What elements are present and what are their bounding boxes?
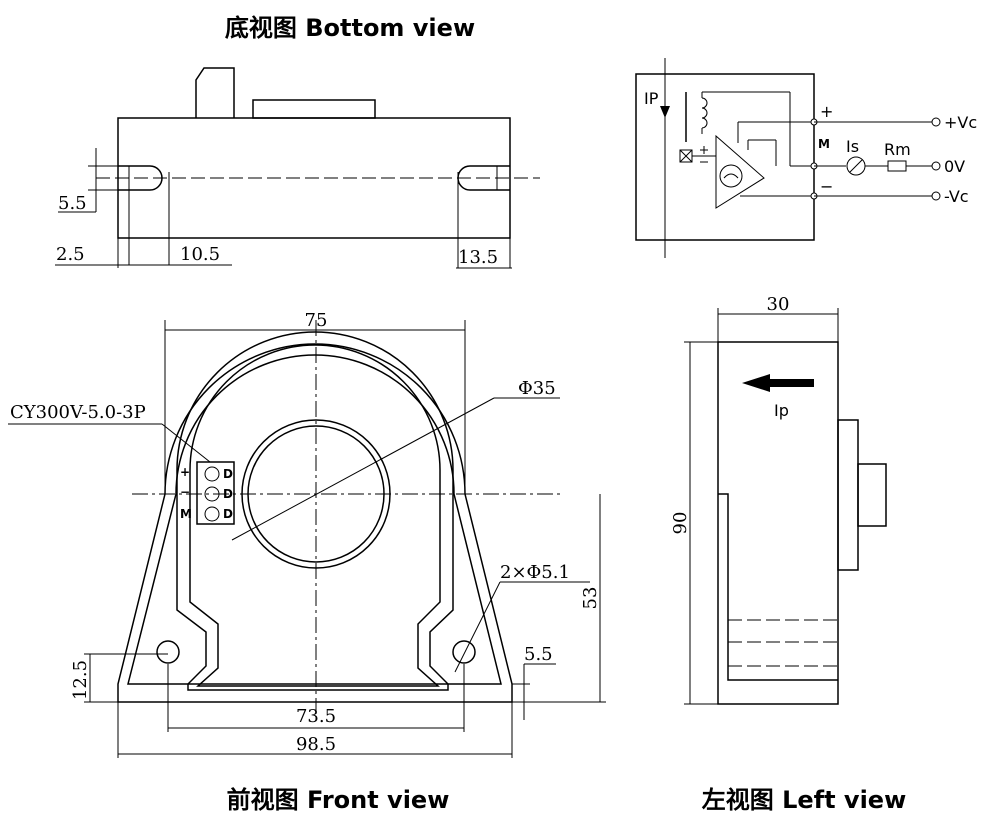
- dim-bottom-left-edge: 2.5: [56, 244, 85, 265]
- current-source-icon: [719, 164, 743, 188]
- schematic-plus-label: +: [820, 102, 833, 121]
- schematic-m-label: M: [818, 137, 830, 151]
- left-connector-base: [837, 419, 859, 571]
- schematic-minus-label: −: [820, 177, 833, 196]
- leader-line: [161, 423, 211, 463]
- dim-left-thickness: 30: [767, 294, 790, 315]
- label-0v: 0V: [944, 157, 965, 176]
- bottom-left-slot: [118, 165, 163, 191]
- left-connector-plug: [857, 463, 887, 527]
- dim-front-base-width: 98.5: [296, 734, 336, 755]
- wire: [849, 159, 863, 173]
- leader-line: [231, 397, 495, 541]
- dim-bottom-right-slot: 13.5: [458, 247, 498, 268]
- output-vc-neg-terminal: [931, 191, 941, 201]
- bottom-connector-block: [252, 99, 376, 119]
- wire: [723, 173, 739, 179]
- label-rm: Rm: [884, 140, 911, 159]
- schematic-outline: [635, 73, 815, 241]
- connector-pin-minus-label: −: [180, 485, 190, 499]
- left-current-label: Ip: [774, 401, 789, 420]
- left-view-title: 左视图 Left view: [702, 786, 907, 814]
- coil-winding: [701, 97, 708, 129]
- dim-front-center-height: 53: [580, 587, 601, 610]
- left-view: Ip 30 90 左视图 Left view: [670, 294, 906, 814]
- primary-arrow-icon: [660, 106, 670, 118]
- current-direction-arrow-icon: [742, 374, 814, 392]
- resistor-icon: [887, 160, 907, 172]
- front-connector-housing: [196, 461, 235, 525]
- wire: [679, 149, 693, 163]
- front-pocket-outline: [176, 331, 454, 691]
- dim-front-holes: 2×Φ5.1: [500, 562, 570, 583]
- output-vc-pos-terminal: [931, 117, 941, 127]
- label-vc-neg: -Vc: [944, 187, 969, 206]
- left-body-outline: [717, 341, 839, 705]
- connector-pin-mark: D: [223, 467, 233, 481]
- amplifier-icon: [715, 134, 765, 209]
- dim-front-hole-height: 12.5: [70, 660, 91, 700]
- front-mounting-hole-left: [156, 640, 180, 664]
- circuit-schematic: IP + M −: [635, 58, 977, 258]
- bottom-view-title: 底视图 Bottom view: [225, 14, 475, 42]
- output-0v-terminal: [931, 161, 941, 171]
- dim-front-foot-thickness: 5.5: [524, 644, 553, 665]
- connector-pin-plus-label: +: [180, 465, 190, 479]
- connector-pin-mark: D: [223, 507, 233, 521]
- dim-front-top-width: 75: [305, 310, 328, 331]
- connector-pin-3: [204, 506, 220, 522]
- bottom-tab: [195, 67, 235, 118]
- connector-pin-mark: D: [223, 487, 233, 501]
- label-is: Is: [846, 137, 859, 156]
- connector-part-label: CY300V-5.0-3P: [10, 402, 146, 423]
- front-view: D D D + − M CY300V-5.0-3P 75 Φ35 2×Φ5.1 …: [8, 310, 606, 814]
- leader-line: [454, 581, 501, 673]
- label-vc-pos: +Vc: [944, 113, 977, 132]
- schematic-ip-label: IP: [644, 89, 659, 108]
- connector-pin-m-label: M: [180, 507, 192, 521]
- dim-front-hole-spacing: 73.5: [296, 706, 336, 727]
- bottom-view: 底视图 Bottom view 5.5 2.5 10.5 13.5: [55, 14, 540, 269]
- front-mounting-hole-right: [452, 640, 476, 664]
- connector-pin-1: [204, 466, 220, 482]
- dim-bottom-slot-offset: 5.5: [58, 193, 87, 214]
- front-inner-outline: [127, 354, 502, 685]
- front-pocket-inner: [189, 344, 441, 687]
- dim-left-height: 90: [670, 512, 691, 535]
- connector-pin-2: [204, 486, 220, 502]
- dim-bottom-slot-length: 10.5: [180, 244, 220, 265]
- dim-front-aperture: Φ35: [518, 378, 556, 399]
- front-view-title: 前视图 Front view: [227, 786, 450, 814]
- left-inner-step: [718, 493, 838, 681]
